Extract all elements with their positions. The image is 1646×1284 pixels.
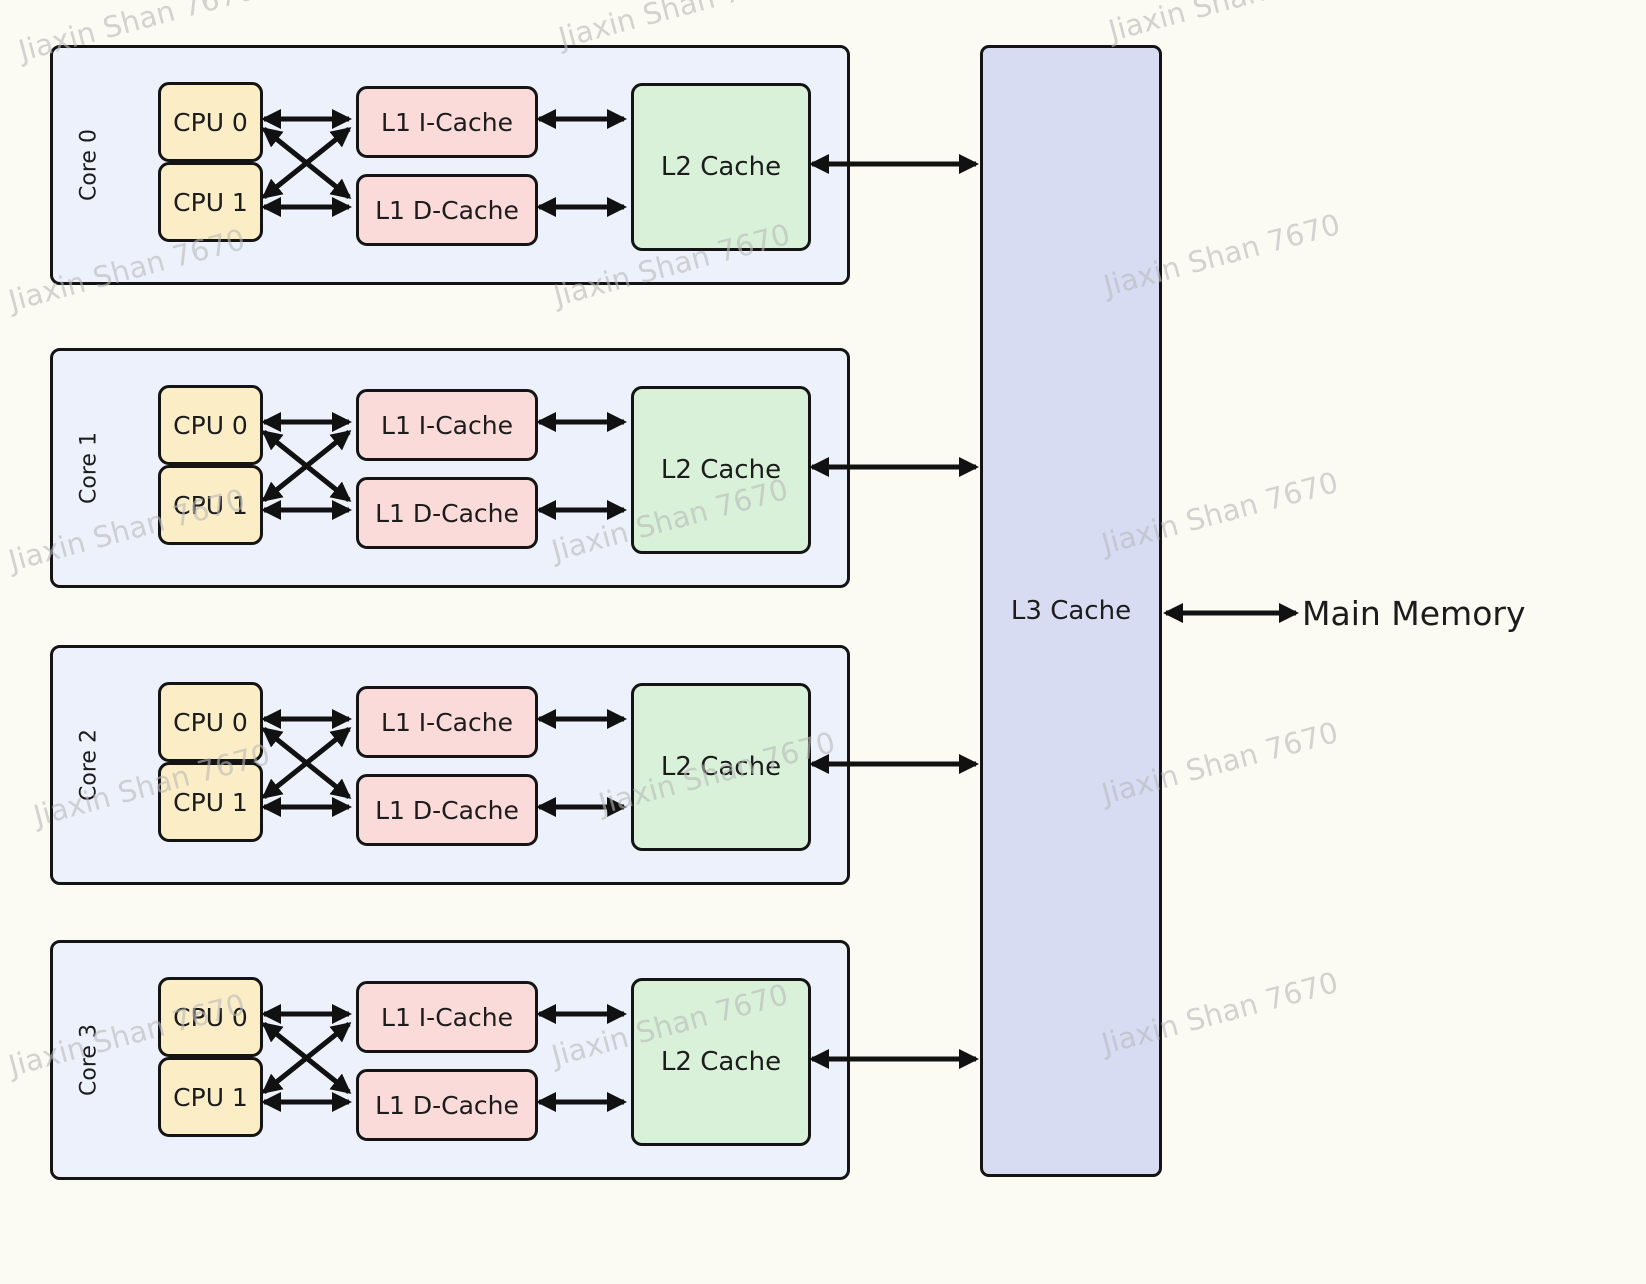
core-2-label: Core 2 xyxy=(76,729,102,801)
core-2-l2-cache: L2 Cache xyxy=(631,683,811,851)
core-0-l1-icache: L1 I-Cache xyxy=(356,86,538,158)
core-1-label: Core 1 xyxy=(76,432,102,504)
core-0-box: Core 0 CPU 0 CPU 1 L1 I-Cache L1 D-Cache… xyxy=(50,45,850,285)
watermark-text: Jiaxin Shan 7670 xyxy=(1105,0,1349,48)
core-0-cpu-0: CPU 0 xyxy=(158,82,263,162)
main-memory-label: Main Memory xyxy=(1302,594,1526,633)
core-2-l1-icache: L1 I-Cache xyxy=(356,686,538,758)
core-3-label: Core 3 xyxy=(76,1024,102,1096)
core-0-l2-cache: L2 Cache xyxy=(631,83,811,251)
core-3-l1-dcache: L1 D-Cache xyxy=(356,1069,538,1141)
core-2-box: Core 2 CPU 0 CPU 1 L1 I-Cache L1 D-Cache… xyxy=(50,645,850,885)
core-2-l1-dcache: L1 D-Cache xyxy=(356,774,538,846)
core-0-label: Core 0 xyxy=(76,129,102,201)
core-3-cpu-1: CPU 1 xyxy=(158,1057,263,1137)
l3-cache-label: L3 Cache xyxy=(1010,596,1132,626)
core-1-l1-icache: L1 I-Cache xyxy=(356,389,538,461)
core-0-l1-dcache: L1 D-Cache xyxy=(356,174,538,246)
core-2-cpu-0: CPU 0 xyxy=(158,682,263,762)
core-1-l1-dcache: L1 D-Cache xyxy=(356,477,538,549)
core-3-l2-cache: L2 Cache xyxy=(631,978,811,1146)
core-1-l2-cache: L2 Cache xyxy=(631,386,811,554)
core-1-box: Core 1 CPU 0 CPU 1 L1 I-Cache L1 D-Cache… xyxy=(50,348,850,588)
core-2-cpu-1: CPU 1 xyxy=(158,762,263,842)
core-1-cpu-1: CPU 1 xyxy=(158,465,263,545)
core-3-cpu-0: CPU 0 xyxy=(158,977,263,1057)
core-3-l1-icache: L1 I-Cache xyxy=(356,981,538,1053)
l3-cache-box: L3 Cache xyxy=(980,45,1162,1177)
core-0-cpu-1: CPU 1 xyxy=(158,162,263,242)
core-1-cpu-0: CPU 0 xyxy=(158,385,263,465)
core-3-box: Core 3 CPU 0 CPU 1 L1 I-Cache L1 D-Cache… xyxy=(50,940,850,1180)
